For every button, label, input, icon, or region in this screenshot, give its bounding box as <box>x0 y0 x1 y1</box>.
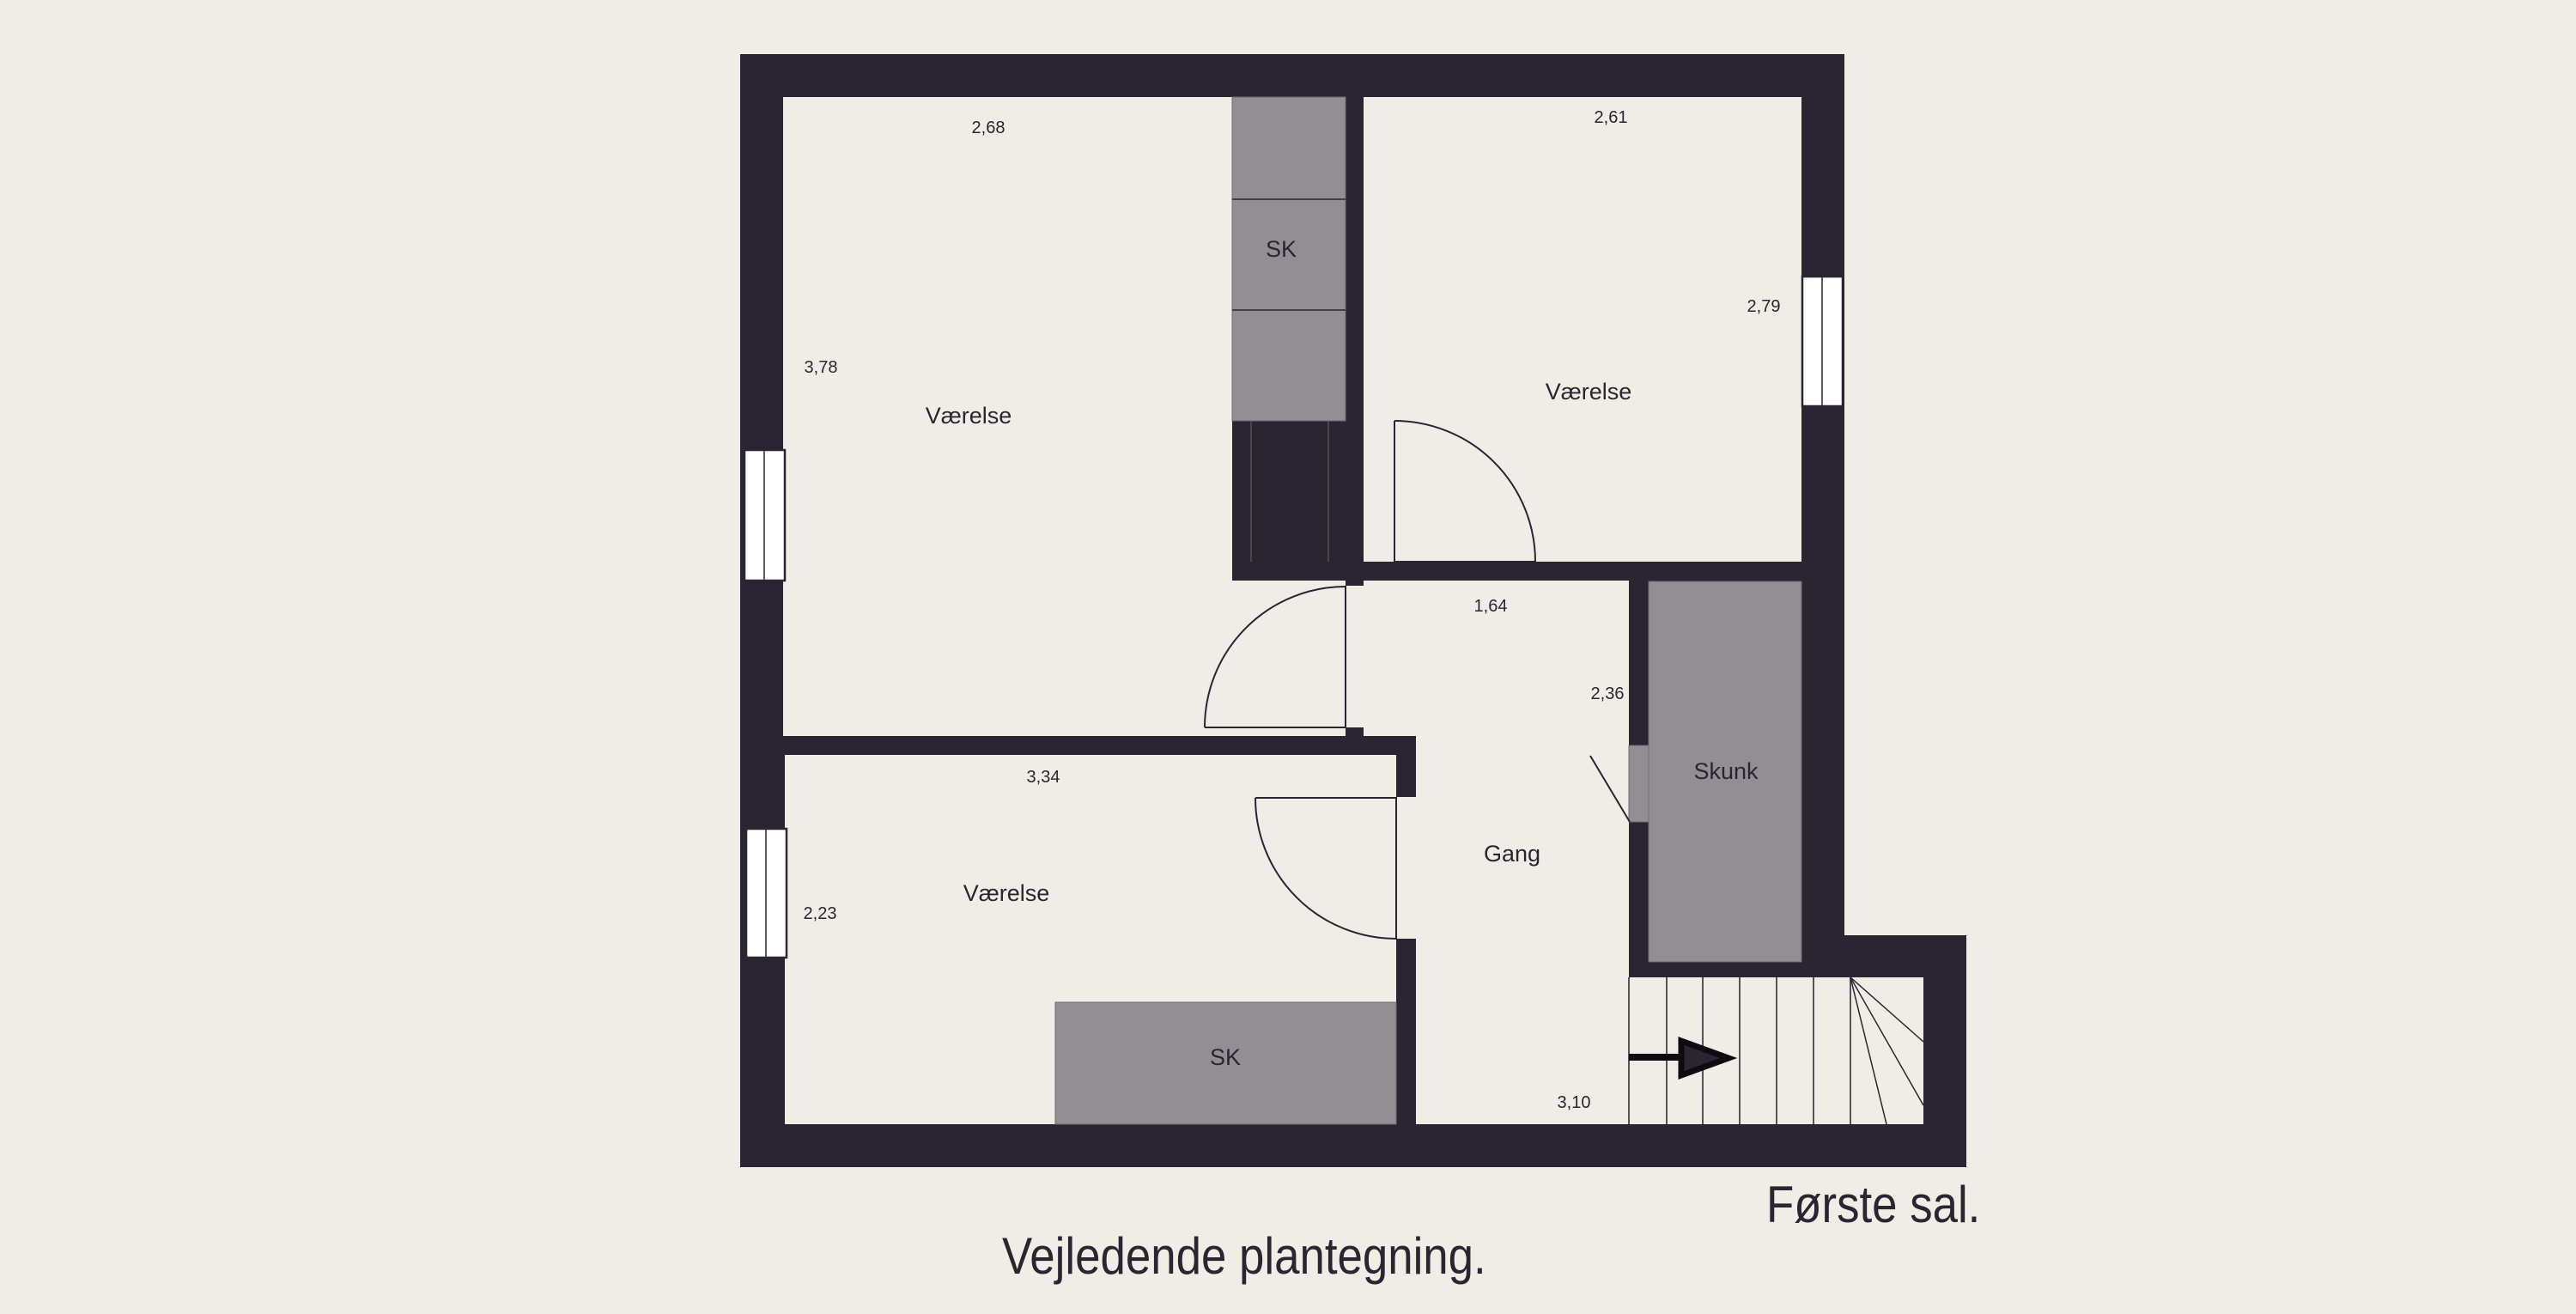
door-skunk[interactable] <box>1589 755 1631 823</box>
dimension-top-right-depth: 2,79 <box>1747 297 1781 316</box>
windows <box>743 275 1844 959</box>
room-label-hallway: Gang <box>1484 841 1540 867</box>
door-top-left-bedroom[interactable] <box>1204 586 1346 728</box>
dimension-hallway-width: 1,64 <box>1474 597 1508 616</box>
plan-caption: Vejledende plantegning. <box>1002 1227 1486 1285</box>
skunk-opening <box>1628 745 1649 823</box>
window-left-bottom <box>744 827 788 959</box>
dimension-top-right-width: 2,61 <box>1595 108 1628 127</box>
staircase <box>1628 976 1924 1125</box>
dimension-top-left-width: 2,68 <box>972 119 1005 137</box>
dimension-hallway-depth: 2,36 <box>1591 684 1625 703</box>
room-label-top-right: Værelse <box>1546 379 1632 405</box>
storage-skunk <box>1648 581 1802 963</box>
arrow-right-icon <box>1629 1037 1738 1080</box>
dimension-hallway-length: 3,10 <box>1558 1093 1591 1112</box>
window-right <box>1801 275 1844 408</box>
closet-top-label: SK <box>1266 236 1297 262</box>
window-left-top <box>743 448 787 582</box>
dimension-top-left-depth: 3,78 <box>805 358 838 377</box>
door-top-right-bedroom[interactable] <box>1394 420 1536 563</box>
floor-name: Første sal. <box>1766 1176 1981 1233</box>
dimension-bottom-left-depth: 2,23 <box>804 904 837 923</box>
room-label-top-left: Værelse <box>926 403 1012 429</box>
room-label-bottom-left: Værelse <box>963 880 1050 906</box>
door-bottom-left-bedroom[interactable] <box>1255 797 1397 940</box>
closet-bottom <box>1054 1001 1397 1125</box>
closet-top <box>1231 96 1346 562</box>
room-label-skunk: Skunk <box>1693 758 1759 784</box>
dimension-bottom-left-width: 3,34 <box>1027 768 1060 787</box>
closet-bottom-label: SK <box>1210 1044 1241 1070</box>
